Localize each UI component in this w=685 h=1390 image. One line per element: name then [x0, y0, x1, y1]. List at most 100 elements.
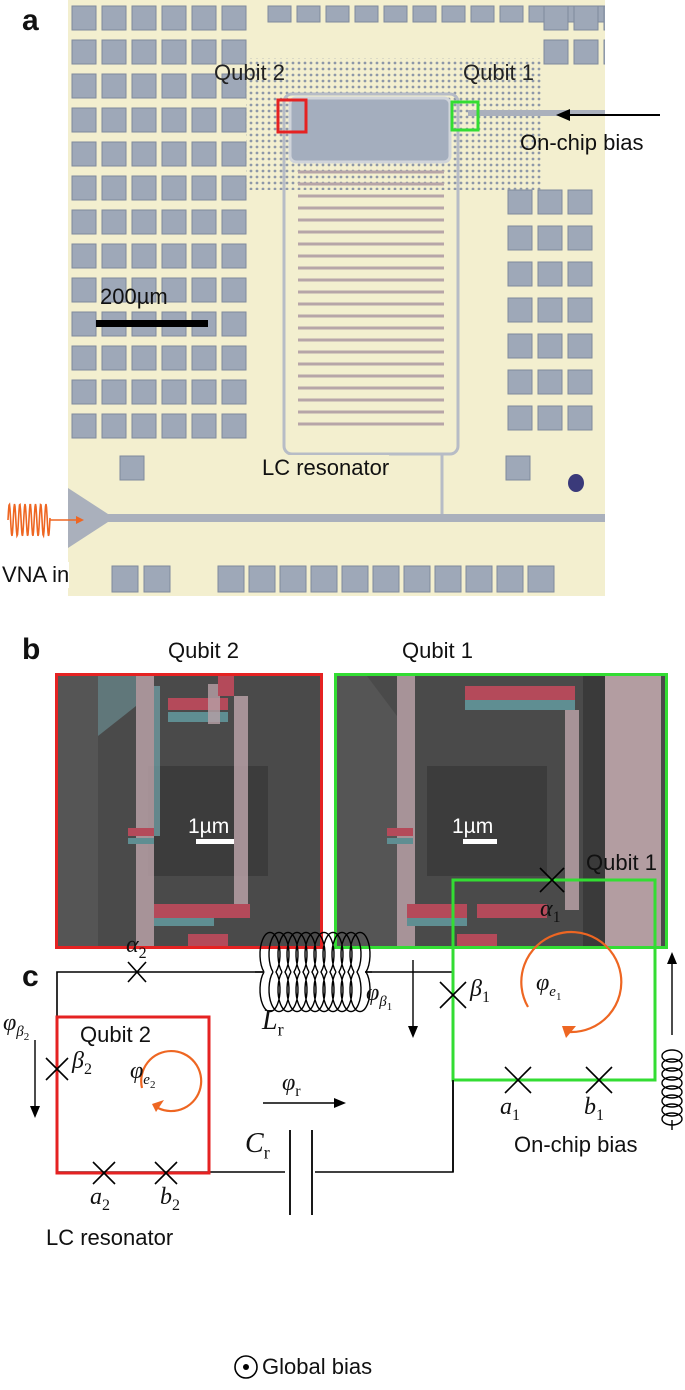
- sem-qubit1-drawing: [337, 676, 661, 946]
- ground-pad: [131, 277, 157, 303]
- ground-pad: [221, 243, 247, 269]
- ground-pad: [71, 311, 97, 337]
- ground-pad: [537, 333, 563, 359]
- ground-pad: [383, 5, 408, 23]
- global-bias-icon: [234, 1355, 258, 1379]
- ground-pad: [161, 39, 187, 65]
- ground-pad: [248, 565, 276, 593]
- ground-pad: [161, 5, 187, 31]
- sem-qubit2-drawing: [58, 676, 268, 946]
- ground-pad: [191, 345, 217, 371]
- ground-pad: [71, 345, 97, 371]
- qubit2-marker: [276, 98, 308, 134]
- ground-pad: [310, 565, 338, 593]
- ground-pad: [131, 141, 157, 167]
- ground-pad: [143, 565, 171, 593]
- ground-pad: [507, 297, 533, 323]
- ground-pad: [191, 39, 217, 65]
- sem-qubit2: [55, 673, 323, 949]
- ground-pad: [499, 5, 524, 23]
- ground-pad: [71, 243, 97, 269]
- ground-pad: [191, 243, 217, 269]
- ground-pad: [221, 413, 247, 439]
- ground-pad: [537, 225, 563, 251]
- ground-pad: [191, 107, 217, 133]
- ground-pad: [221, 107, 247, 133]
- ground-pad: [221, 39, 247, 65]
- phi-beta1-label: φβ1: [366, 980, 393, 1013]
- panel-c-onchip-bias-label: On-chip bias: [514, 1132, 638, 1157]
- ground-pad: [507, 189, 533, 215]
- sem-qubit1-scale-bar: [463, 839, 497, 844]
- panel-a-qubit2-label: Qubit 2: [214, 60, 285, 85]
- ground-pad: [191, 5, 217, 31]
- ground-pad: [101, 277, 127, 303]
- panel-a-lc-resonator-label: LC resonator: [262, 455, 390, 481]
- ground-pad: [101, 73, 127, 99]
- ground-pad: [573, 5, 599, 31]
- ground-pad: [527, 565, 555, 593]
- ground-pad: [71, 141, 97, 167]
- panel-a-onchip-bias-label: On-chip bias: [520, 130, 644, 155]
- ground-pad: [191, 379, 217, 405]
- ground-pad: [191, 413, 217, 439]
- ground-pad: [111, 565, 139, 593]
- ground-pad: [567, 297, 593, 323]
- ground-pad: [221, 73, 247, 99]
- global-bias-label: Global bias: [262, 1354, 373, 1379]
- ground-pad: [221, 175, 247, 201]
- ground-pad: [131, 73, 157, 99]
- ground-pad: [101, 39, 127, 65]
- beta1-label: β1: [470, 976, 490, 1006]
- ground-pad: [131, 39, 157, 65]
- ground-pad: [279, 565, 307, 593]
- ground-pad: [372, 565, 400, 593]
- ground-pad: [101, 141, 127, 167]
- panel-c-lc-resonator-label: LC resonator: [46, 1225, 174, 1250]
- ground-pad: [567, 405, 593, 431]
- ground-pad: [101, 5, 127, 31]
- ground-pad: [507, 225, 533, 251]
- chip-drawing: [68, 5, 605, 593]
- ground-pad: [191, 141, 217, 167]
- ground-pad: [131, 107, 157, 133]
- ground-pad: [465, 565, 493, 593]
- phi-e2-label: φe2: [130, 1058, 156, 1091]
- ground-pad: [191, 175, 217, 201]
- ground-pad: [221, 345, 247, 371]
- panel-b-label: b: [22, 633, 41, 666]
- ground-pad: [161, 413, 187, 439]
- ground-pad: [567, 333, 593, 359]
- phi-beta2-label: φβ2: [3, 1010, 30, 1043]
- ground-pad: [131, 379, 157, 405]
- ground-pad: [119, 455, 145, 481]
- scale-bar-label: 200µm: [100, 284, 168, 309]
- ground-pad: [131, 243, 157, 269]
- ground-pad: [412, 5, 437, 23]
- ground-pad: [101, 413, 127, 439]
- ground-pad: [161, 175, 187, 201]
- ground-pad: [131, 175, 157, 201]
- alpha2-label: α2: [126, 932, 147, 962]
- ground-pad: [537, 189, 563, 215]
- resonator-pad: [288, 96, 452, 164]
- scale-bar-200um: [96, 320, 208, 327]
- ground-pad: [161, 379, 187, 405]
- beta2-label: β2: [72, 1048, 92, 1078]
- ground-pad: [567, 369, 593, 395]
- ground-pad: [507, 369, 533, 395]
- panel-a-qubit1-label: Qubit 1: [463, 60, 534, 85]
- ground-pad: [537, 369, 563, 395]
- ground-pad: [507, 333, 533, 359]
- ground-pad: [537, 297, 563, 323]
- ground-pad: [221, 379, 247, 405]
- ground-pad: [71, 175, 97, 201]
- ground-pad: [101, 209, 127, 235]
- ground-pad: [434, 565, 462, 593]
- b2-label: b2: [160, 1184, 180, 1214]
- b1-label: b1: [584, 1094, 604, 1124]
- sem-qubit2-scale-bar: [196, 839, 234, 844]
- onchip-bias-coil: [661, 1049, 683, 1130]
- ground-pad: [296, 5, 321, 23]
- ground-pad: [221, 5, 247, 31]
